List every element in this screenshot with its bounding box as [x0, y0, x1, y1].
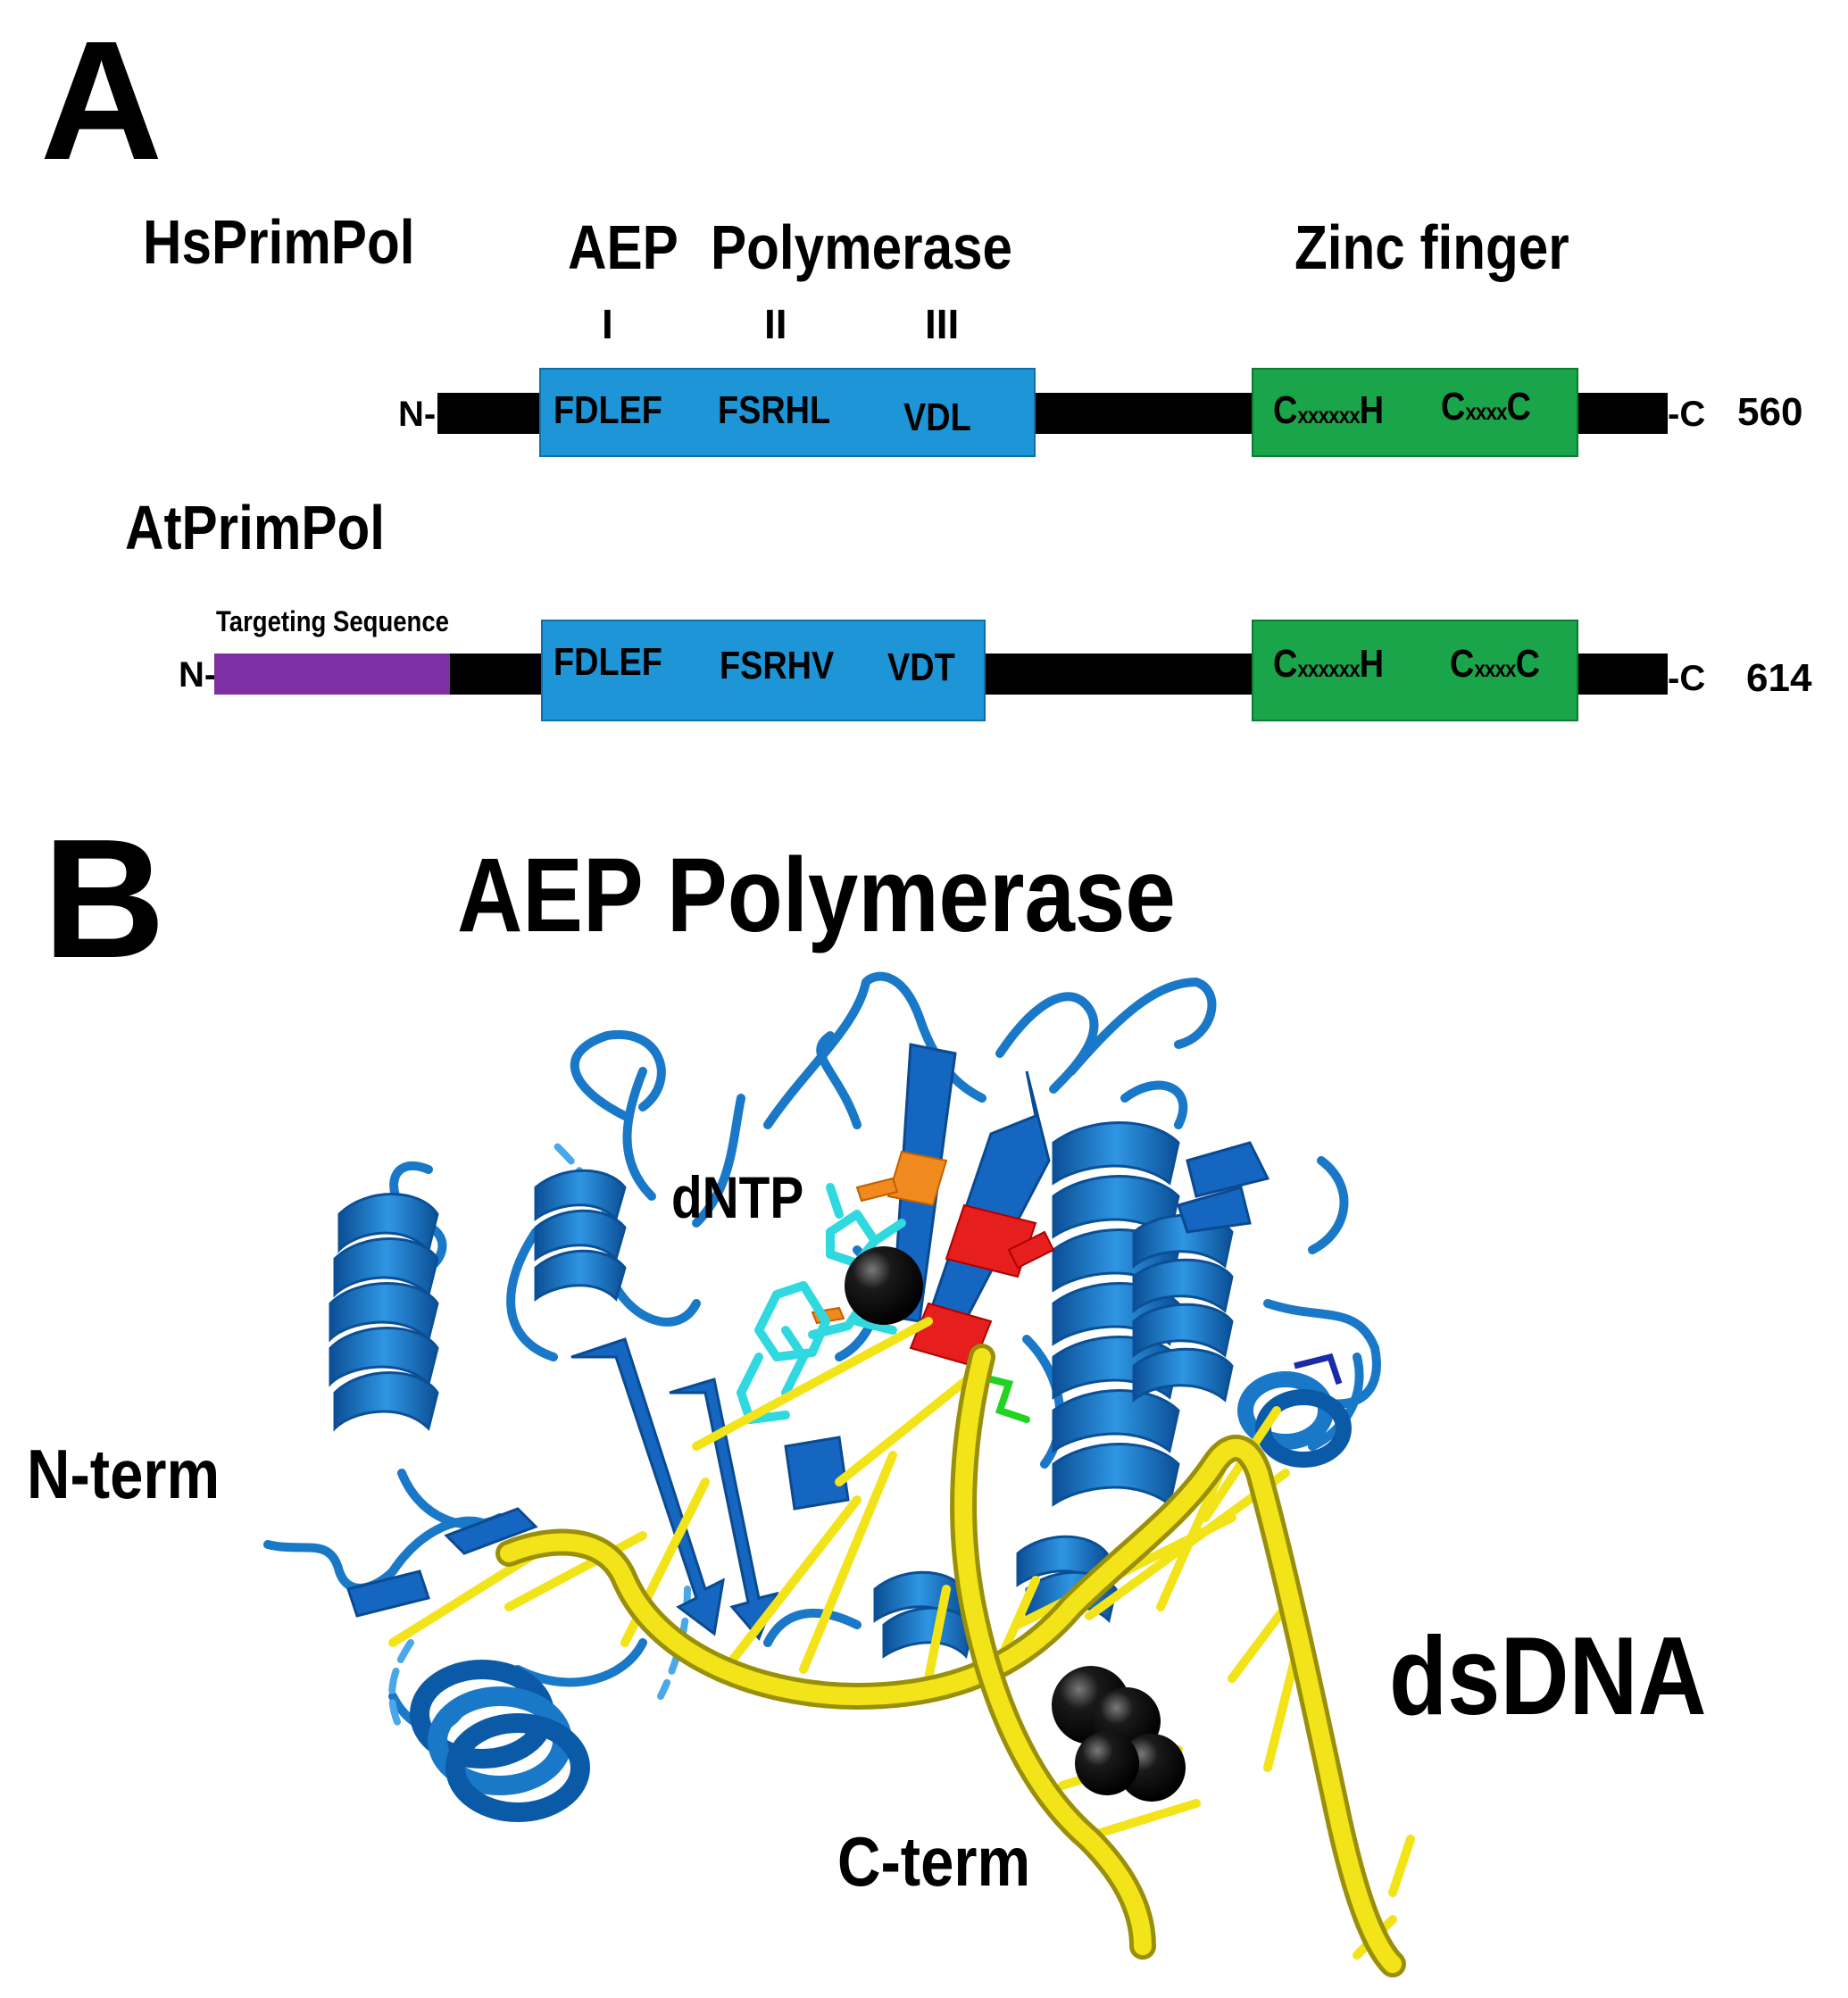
panel-a-letter: A [40, 6, 163, 196]
hs-motif-2: FSRHL [718, 388, 831, 432]
at-zinc-motif-2: CxxxxC [1450, 642, 1540, 686]
zinc-finger-heading: Zinc finger [1294, 212, 1569, 282]
hs-aep-domain [539, 368, 1036, 457]
hs-c-terminus: -C [1668, 395, 1706, 434]
at-length: 614 [1746, 656, 1812, 700]
hs-zinc-domain [1252, 368, 1578, 457]
targeting-sequence-label: Targeting Sequence [216, 605, 449, 637]
motif-number-ii: II [764, 301, 787, 347]
c-term-label: C-term [837, 1822, 1031, 1901]
motif-number-i: I [602, 301, 613, 347]
hs-zinc-motif-1: CxxxxxxH [1273, 388, 1385, 432]
hs-length: 560 [1737, 390, 1803, 434]
at-n-terminus: N- [179, 655, 217, 695]
polymerase-heading: Polymerase [711, 212, 1013, 282]
at-zinc-domain [1252, 620, 1578, 721]
n-term-label: N-term [27, 1435, 221, 1513]
metal-ions [845, 1246, 1186, 1802]
at-motif-1: FDLEF [554, 640, 662, 684]
hs-zinc-motif-2: CxxxxC [1441, 385, 1531, 429]
at-motif-2: FSRHV [720, 644, 835, 687]
hsprimpol-label: HsPrimPol [143, 207, 415, 277]
hs-motif-3: VDL [903, 395, 971, 439]
motif-number-iii: III [925, 301, 960, 347]
hs-motif-1: FDLEF [554, 388, 662, 432]
at-aep-domain [541, 620, 986, 721]
atprimpol-label: AtPrimPol [125, 493, 386, 562]
dsdna-label: dsDNA [1389, 1615, 1707, 1738]
at-c-terminus: -C [1668, 659, 1706, 698]
panel-b-title: AEP Polymerase [457, 837, 1176, 954]
protein-helices [329, 1121, 1352, 1822]
at-targeting-domain [214, 654, 450, 695]
panel-b-letter: B [43, 804, 166, 994]
at-motif-3: VDT [887, 645, 955, 689]
dna-backbone [495, 1344, 1406, 1977]
dntp-label: dNTP [671, 1164, 804, 1230]
motif-green [970, 1371, 1030, 1423]
aep-heading: AEP [568, 212, 678, 282]
at-zinc-motif-1: CxxxxxxH [1273, 642, 1385, 686]
hs-n-terminus: N- [398, 395, 437, 434]
motif-navy [1294, 1353, 1343, 1386]
